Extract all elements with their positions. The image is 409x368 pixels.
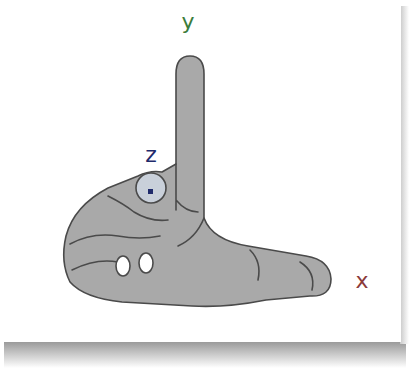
card-shadow (4, 342, 406, 368)
axis-label: z (145, 144, 157, 166)
hand-outline (64, 56, 331, 306)
thumb-crease (250, 250, 313, 290)
fingernail (139, 253, 153, 273)
card (0, 0, 401, 342)
z-axis-dot (148, 189, 153, 194)
card-shadow-side (400, 6, 409, 344)
axis-label: y (181, 11, 194, 33)
finger-crease (70, 164, 204, 270)
fingernail (116, 256, 130, 276)
axis-label: x (355, 270, 368, 292)
middle-fingertip (136, 173, 166, 203)
